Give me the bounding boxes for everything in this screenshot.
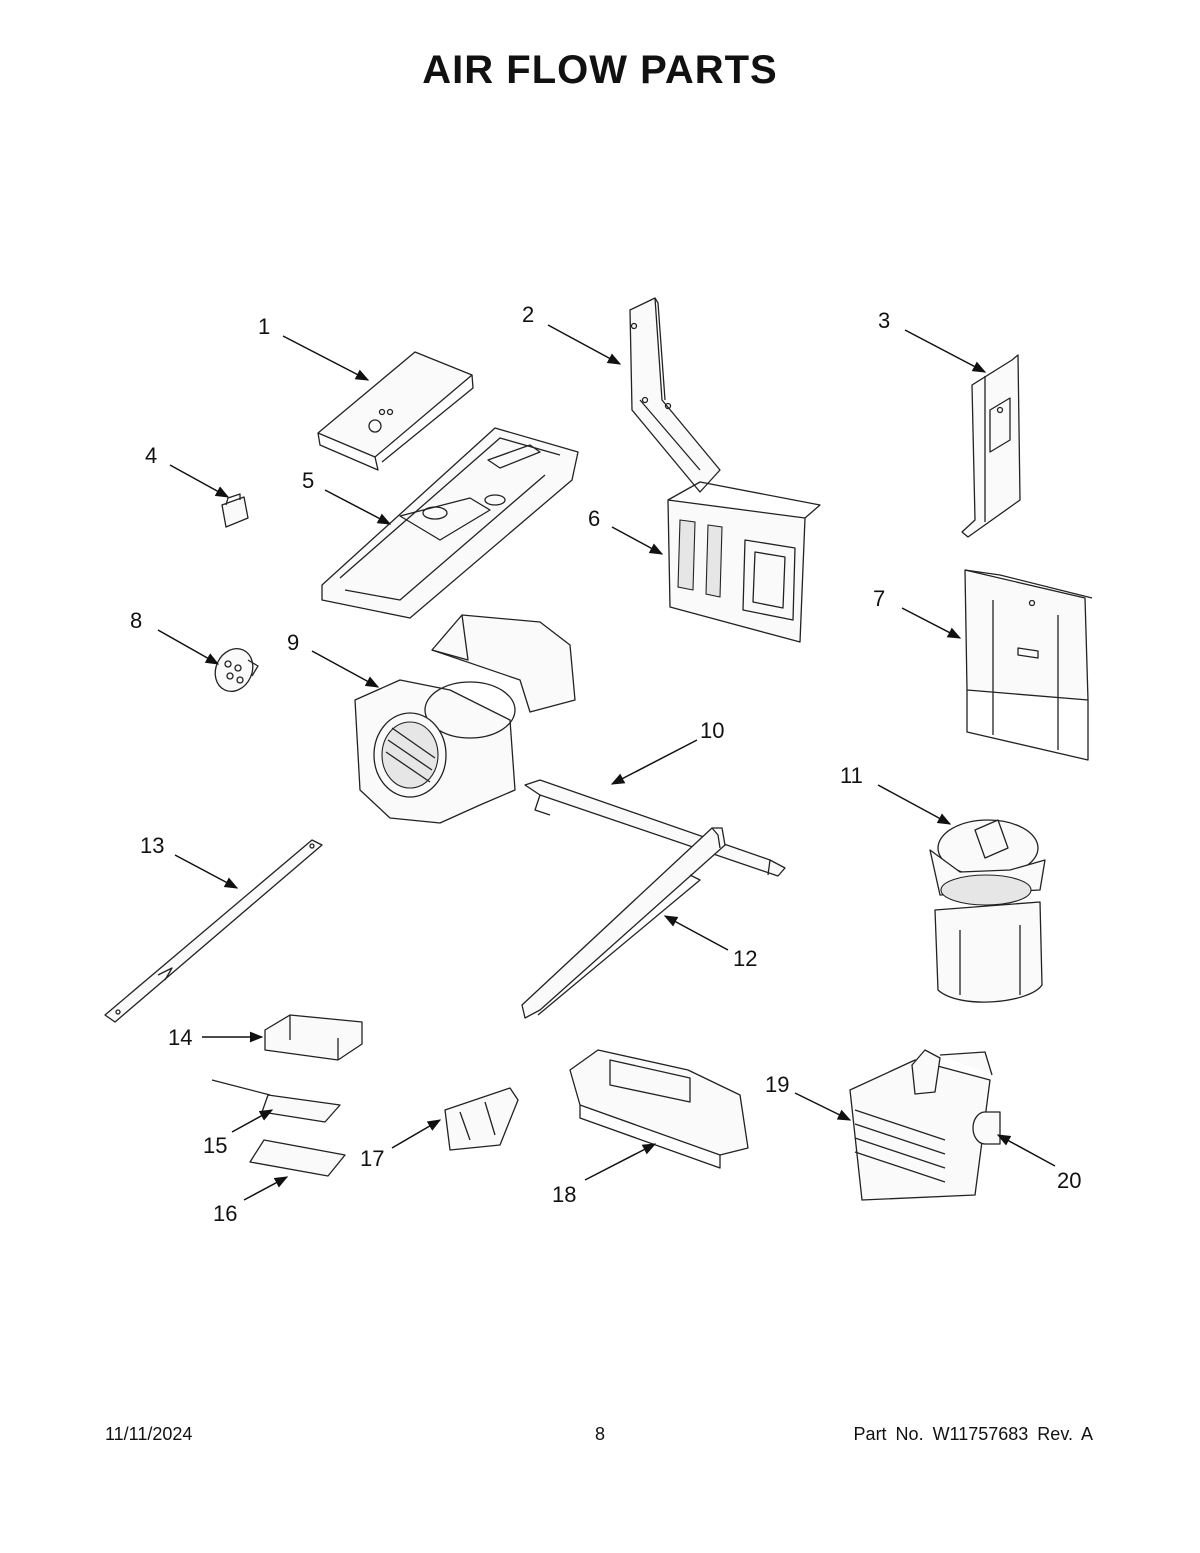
page-title: AIR FLOW PARTS (422, 48, 778, 92)
leader-6 (611, 526, 664, 555)
part-2-bracket-drawing (629, 297, 721, 493)
callout-2: 2 (522, 302, 534, 327)
part-14-channel-drawing (264, 1014, 363, 1061)
callout-labels: 1 2 3 4 5 6 7 8 9 10 11 12 13 14 15 16 1… (130, 302, 1081, 1226)
part-5-air-guide-drawing (321, 427, 579, 619)
part-1-cover-drawing (317, 351, 474, 471)
callout-13: 13 (140, 833, 164, 858)
part-15-pad-drawing (211, 1079, 341, 1123)
leader-2 (547, 324, 622, 365)
callout-4: 4 (145, 443, 157, 468)
leader-4 (169, 464, 230, 498)
callout-12: 12 (733, 946, 757, 971)
leader-13 (174, 854, 239, 889)
part-16-sheet-drawing (249, 1139, 346, 1177)
part-7-plate-drawing (964, 569, 1093, 761)
part-9-blower-drawing (354, 614, 576, 824)
leader-lines (157, 324, 1056, 1201)
part-13-rod-drawing (104, 839, 323, 1023)
footer-date: 11/11/2024 (105, 1424, 193, 1444)
part-17-latch-drawing (444, 1087, 519, 1151)
leader-12 (663, 915, 729, 951)
callout-15: 15 (203, 1133, 227, 1158)
leader-11 (877, 784, 952, 825)
leader-16 (243, 1176, 289, 1201)
callout-7: 7 (873, 586, 885, 611)
leader-8 (157, 629, 220, 665)
leader-3 (904, 329, 987, 373)
part-10-rail-drawing (524, 779, 786, 877)
callout-10: 10 (700, 718, 724, 743)
part-4-clip-drawing (221, 493, 249, 528)
callout-11: 11 (840, 763, 863, 788)
part-12-rail-drawing (521, 827, 726, 1019)
leader-10 (610, 739, 698, 785)
callout-19: 19 (765, 1072, 789, 1097)
leader-1 (282, 335, 370, 381)
callout-16: 16 (213, 1201, 237, 1226)
part-3-bracket-drawing (961, 354, 1021, 538)
callout-17: 17 (360, 1146, 384, 1171)
part-8-thermostat-drawing (214, 648, 259, 692)
footer-page-number: 8 (594, 1424, 605, 1444)
callout-18: 18 (552, 1182, 576, 1207)
leader-18 (584, 1143, 657, 1181)
callout-5: 5 (302, 468, 314, 493)
callout-20: 20 (1057, 1168, 1081, 1193)
leader-19 (794, 1092, 852, 1121)
part-6-plate-drawing (667, 481, 821, 643)
footer-part-number: Part No. W11757683 Rev. A (853, 1424, 1093, 1444)
callout-1: 1 (258, 314, 270, 339)
leader-9 (311, 650, 380, 688)
leader-5 (324, 489, 392, 525)
part-18-box-drawing (569, 1049, 749, 1169)
leader-17 (391, 1119, 442, 1149)
callout-14: 14 (168, 1025, 192, 1050)
leader-20 (996, 1134, 1056, 1167)
callout-9: 9 (287, 630, 299, 655)
callout-6: 6 (588, 506, 600, 531)
part-19-magnetron-drawing (849, 1049, 993, 1201)
part-20-cap-drawing (972, 1111, 1001, 1145)
part-11-motor-drawing (929, 819, 1046, 1003)
callout-8: 8 (130, 608, 142, 633)
callout-3: 3 (878, 308, 890, 333)
leader-15 (231, 1109, 274, 1133)
leader-7 (901, 607, 962, 639)
